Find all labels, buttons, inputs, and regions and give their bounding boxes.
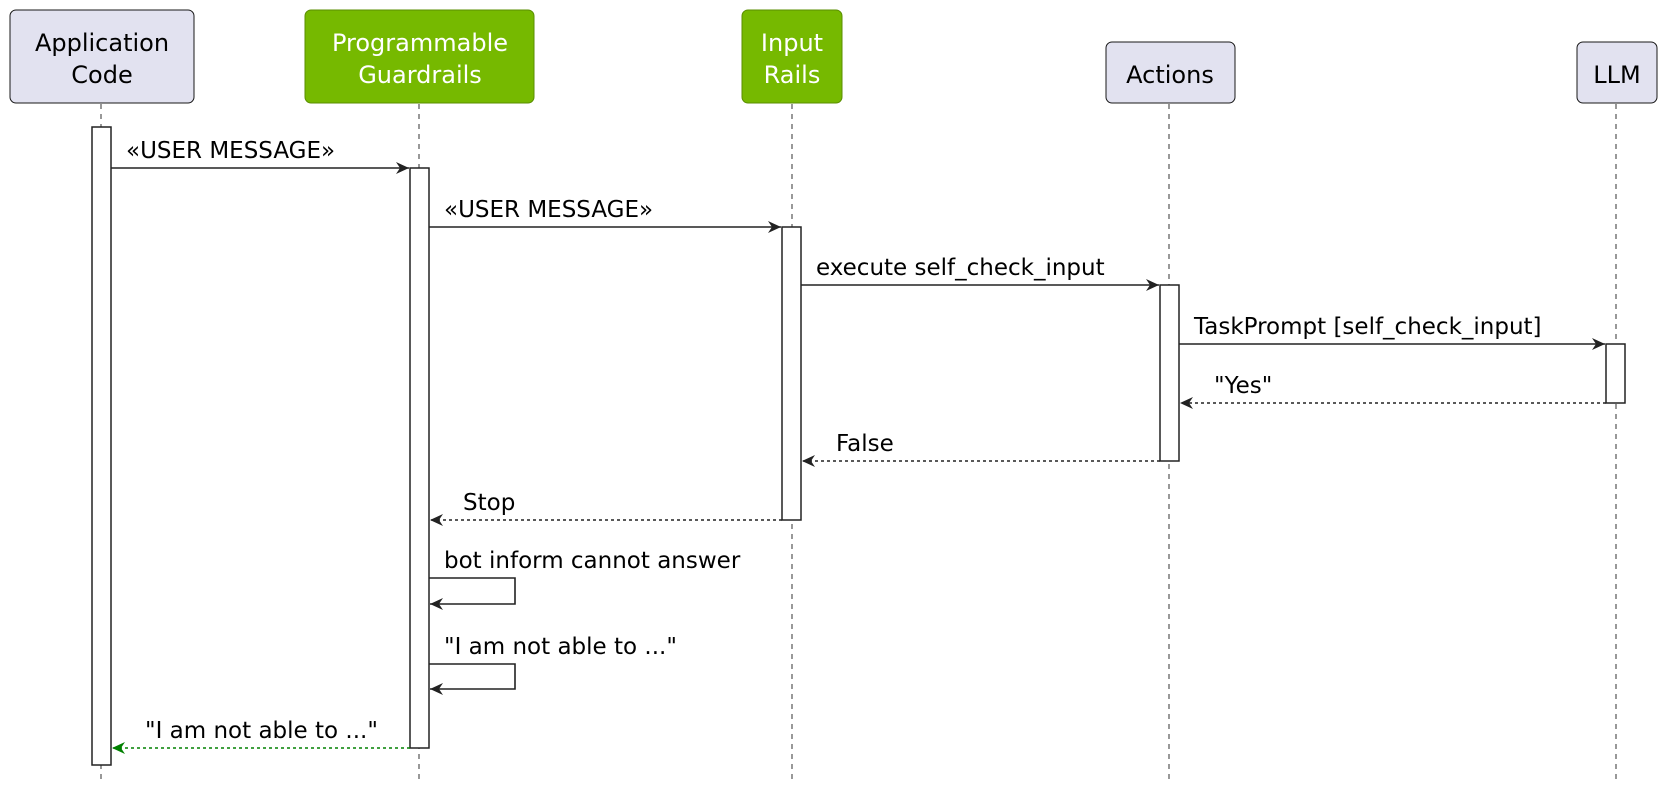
participant-box <box>741 9 843 104</box>
activation-input <box>781 226 802 521</box>
participant-label: LLM <box>1593 61 1640 89</box>
participant-input-rails[interactable]: Input Rails <box>741 9 843 104</box>
participant-application-code[interactable]: Application Code <box>9 9 195 104</box>
activation-actions <box>1159 284 1180 462</box>
participant-actions[interactable]: Actions <box>1105 41 1236 104</box>
message-input-to-actions: execute self_check_input <box>801 255 1159 291</box>
message-label: "I am not able to ..." <box>444 634 677 660</box>
message-actions-to-llm: TaskPrompt [self_check_input] <box>1179 314 1605 350</box>
message-arrow <box>429 663 516 695</box>
activations <box>91 126 1626 766</box>
message-label: bot inform cannot answer <box>444 548 741 574</box>
participant-label: Application <box>35 29 169 57</box>
participant-programmable-guardrails[interactable]: Programmable Guardrails <box>304 9 535 104</box>
participant-label: Input <box>761 29 823 57</box>
message-guardrails-to-app: "I am not able to ..." <box>112 718 410 754</box>
participant-box <box>9 9 195 104</box>
message-self-bot-inform: bot inform cannot answer <box>429 548 741 610</box>
activation-app <box>91 126 112 766</box>
participant-label: Guardrails <box>358 61 482 89</box>
message-label: «USER MESSAGE» <box>126 138 335 164</box>
participant-label: Rails <box>764 61 821 89</box>
message-self-not-able: "I am not able to ..." <box>429 634 677 695</box>
message-arrow <box>429 577 516 610</box>
activation-llm <box>1605 343 1626 404</box>
message-label: Stop <box>463 490 515 516</box>
participant-box <box>1105 41 1236 104</box>
message-label: "Yes" <box>1214 373 1272 399</box>
message-label: «USER MESSAGE» <box>444 197 653 223</box>
participant-label: Actions <box>1126 61 1214 89</box>
participant-llm[interactable]: LLM <box>1576 41 1658 104</box>
messages: «USER MESSAGE» «USER MESSAGE» execute se… <box>111 138 1606 754</box>
participant-box <box>1576 41 1658 104</box>
participant-box <box>304 9 535 104</box>
message-actions-to-input: False <box>802 431 1160 467</box>
message-llm-to-actions: "Yes" <box>1180 373 1606 409</box>
activation-guardrails <box>409 167 430 749</box>
message-guardrails-to-input: «USER MESSAGE» <box>429 197 781 233</box>
message-label: False <box>836 431 894 457</box>
participant-label: Code <box>71 61 132 89</box>
message-label: execute self_check_input <box>816 255 1105 281</box>
participant-label: Programmable <box>332 29 508 57</box>
message-label: TaskPrompt [self_check_input] <box>1193 314 1542 340</box>
participants: Application Code Programmable Guardrails… <box>9 9 1658 104</box>
message-input-to-guardrails: Stop <box>430 490 782 526</box>
message-label: "I am not able to ..." <box>145 718 378 744</box>
message-user-to-guardrails: «USER MESSAGE» <box>111 138 409 174</box>
